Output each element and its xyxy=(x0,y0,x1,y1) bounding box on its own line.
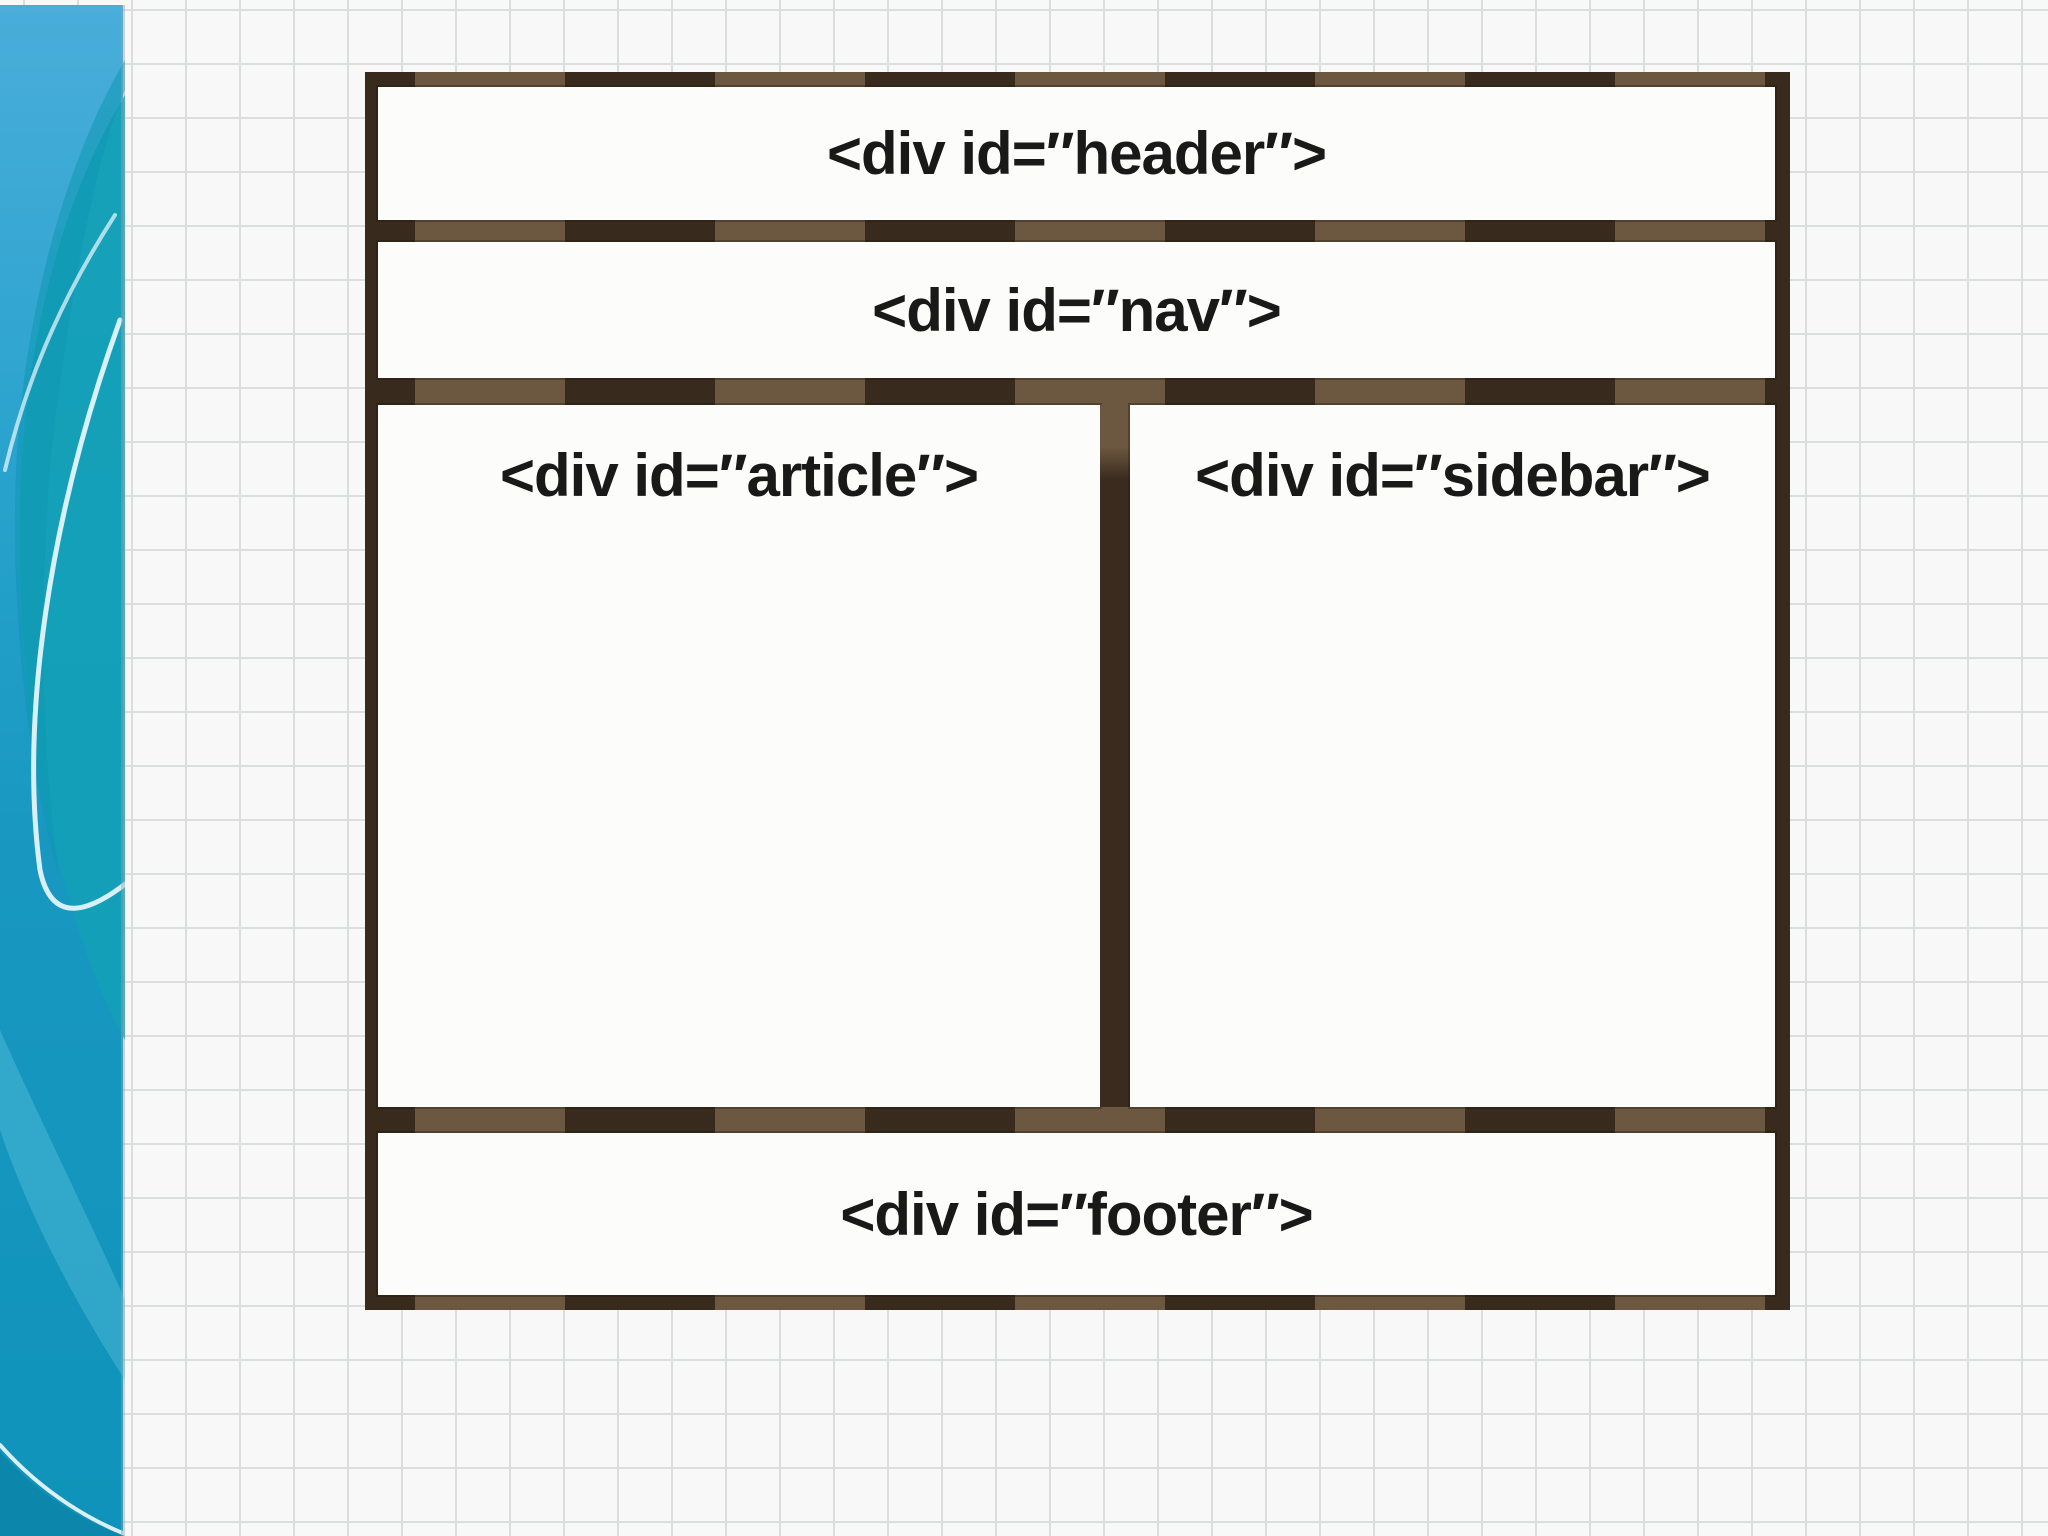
swirl-white-arc-1 xyxy=(31,317,125,911)
nav-box: <div id=″nav″> xyxy=(378,242,1775,378)
nav-box-label: <div id=″nav″> xyxy=(872,276,1282,344)
swirl-white-arc-2 xyxy=(3,213,117,472)
footer-box-label: <div id=″footer″> xyxy=(840,1180,1313,1248)
stripe-edge-shadow xyxy=(121,5,125,1536)
swirl-light-band xyxy=(0,1030,125,1380)
header-box-label: <div id=″header″> xyxy=(826,120,1327,187)
corner-wedge xyxy=(0,1452,125,1536)
sidebar-box-label: <div id=″sidebar″> xyxy=(1195,442,1711,509)
layout-diagram: <div id=″header″> <div id=″nav″> <div id… xyxy=(365,72,1790,1310)
swirl-white-arc-3 xyxy=(0,1443,125,1536)
article-box-label: <div id=″article″> xyxy=(499,442,979,509)
sidebar-box: <div id=″sidebar″> xyxy=(1130,405,1775,1107)
decorative-swirl-stripe xyxy=(0,5,125,1536)
footer-box: <div id=″footer″> xyxy=(378,1133,1775,1295)
header-box: <div id=″header″> xyxy=(378,87,1775,220)
article-box: <div id=″article″> xyxy=(378,405,1100,1107)
article-sidebar-divider xyxy=(1100,405,1130,1107)
swirl-dark-band-2 xyxy=(14,60,125,880)
